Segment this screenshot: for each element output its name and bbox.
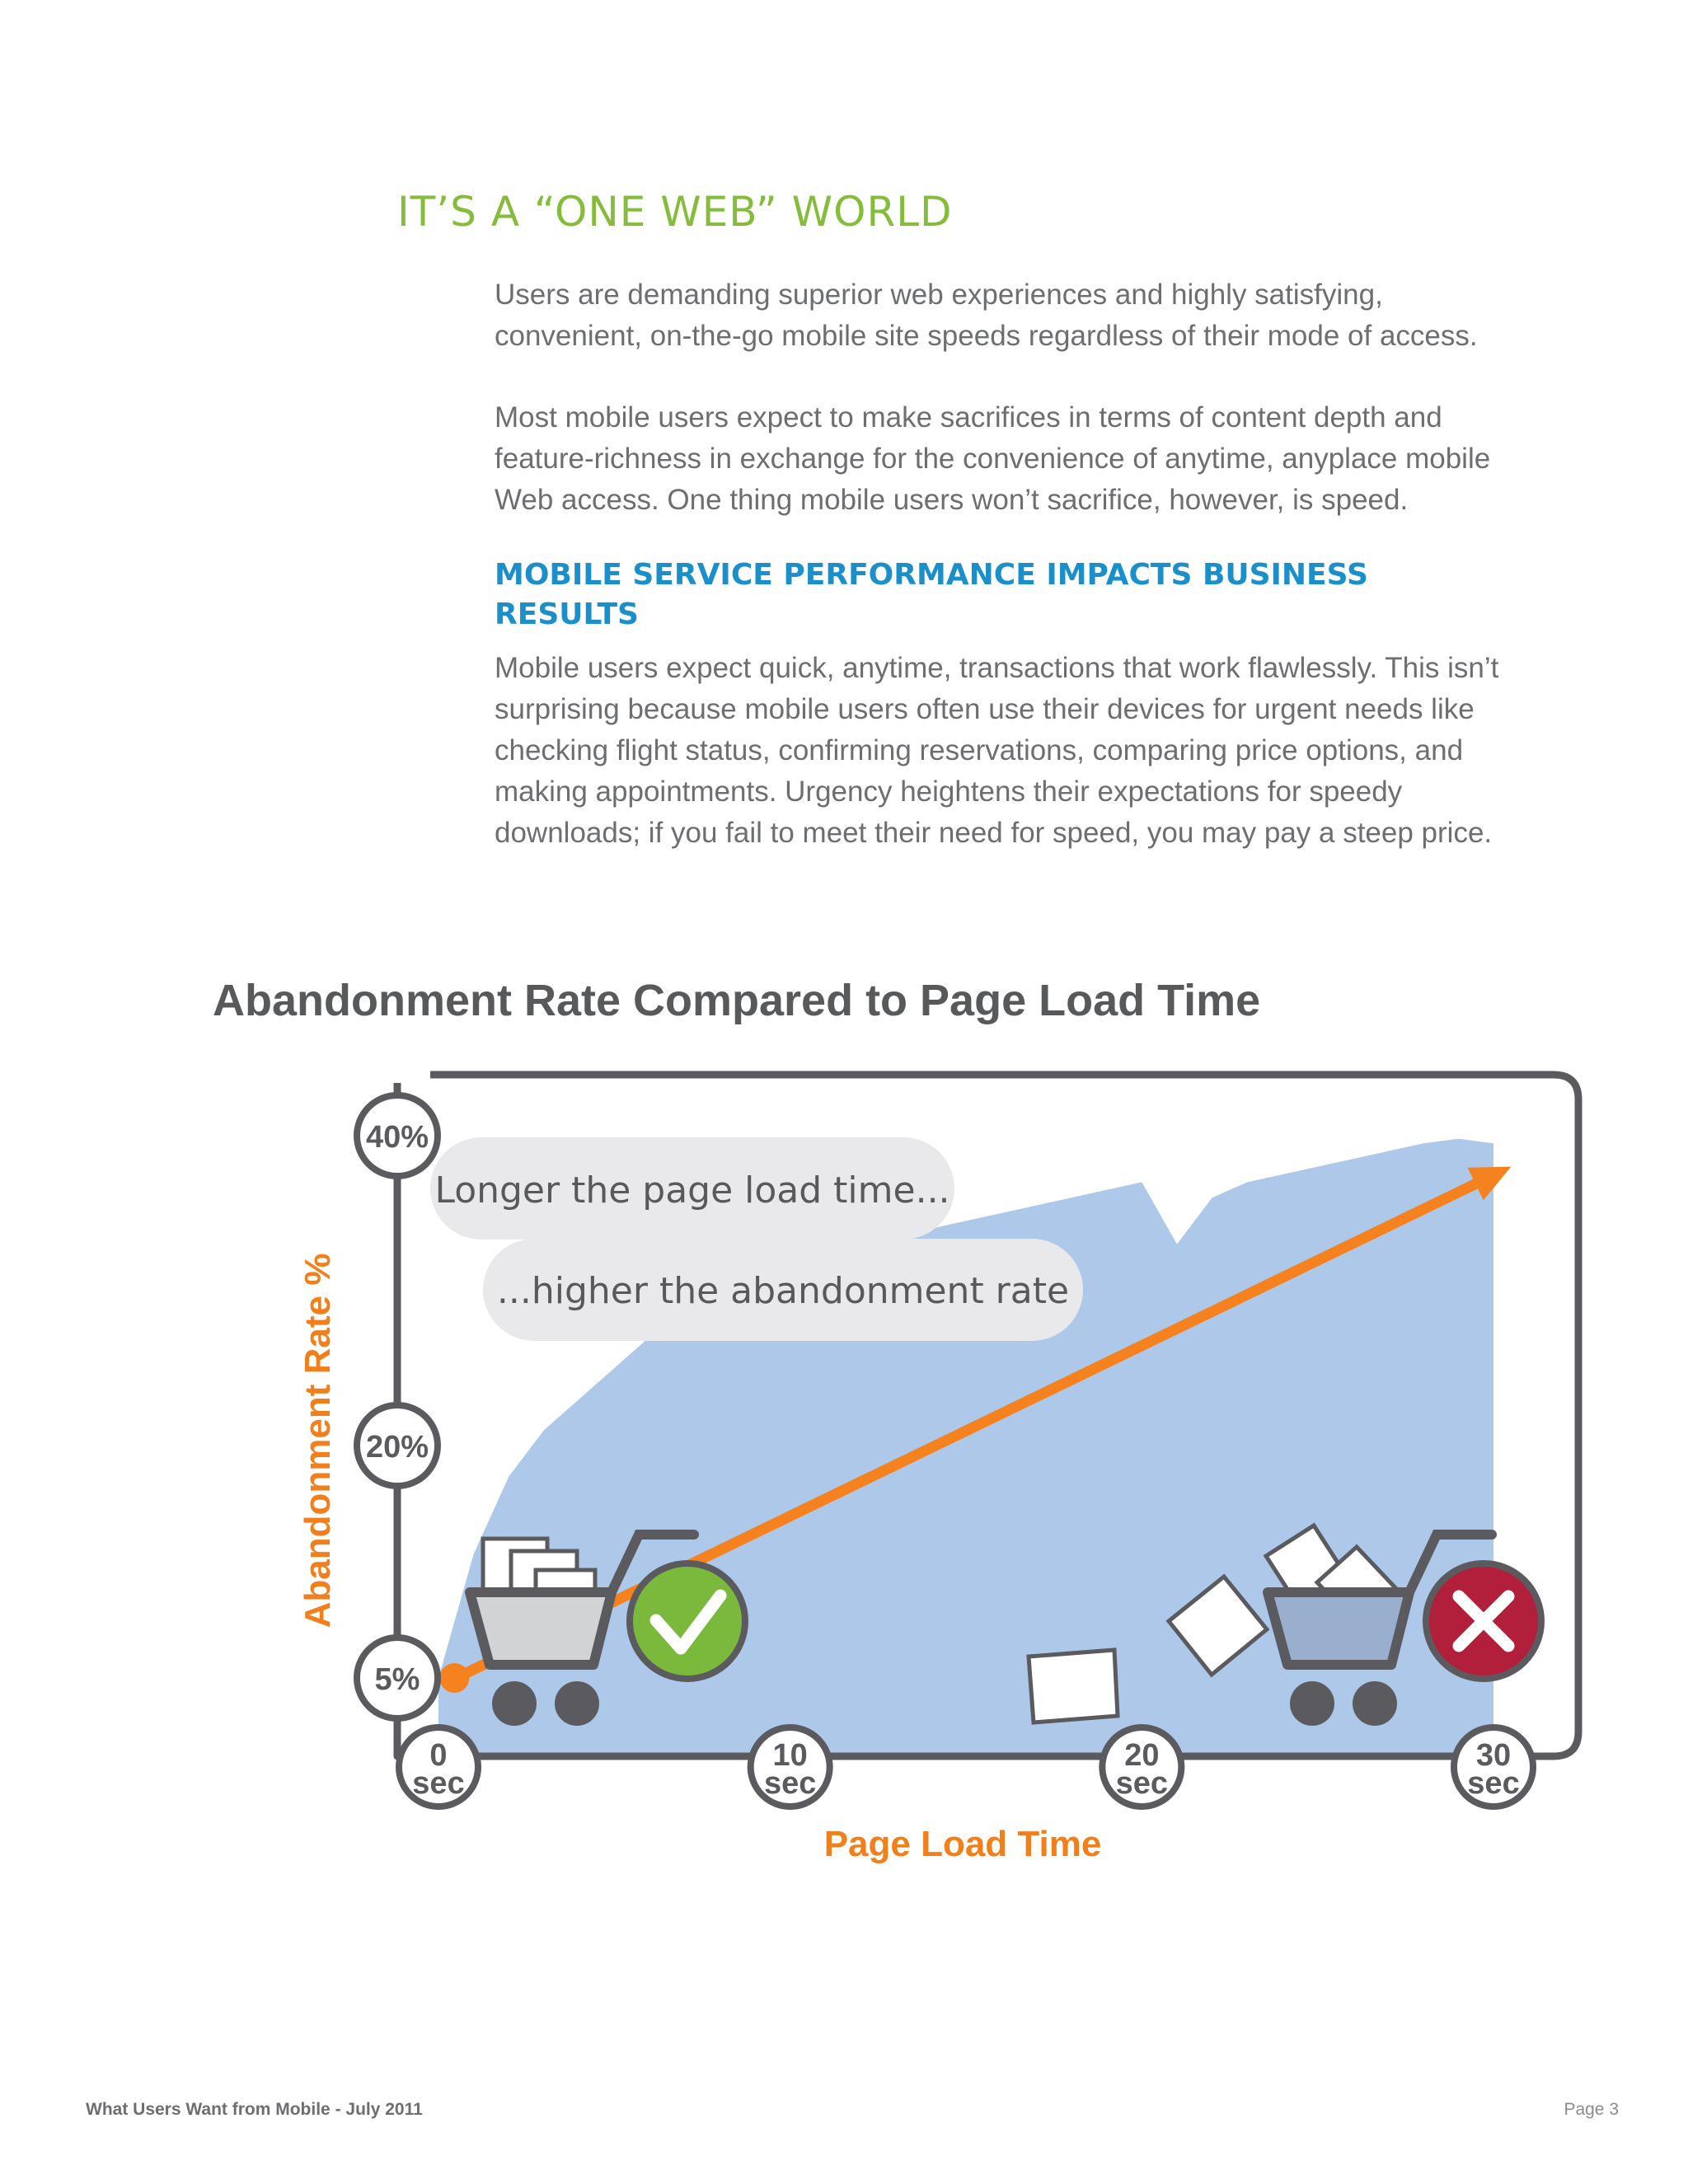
- x-tick-number: 10: [773, 1738, 808, 1773]
- y-tick-5: 5%: [354, 1634, 441, 1722]
- x-tick-number: 30: [1476, 1738, 1511, 1773]
- y-tick-label: 5%: [375, 1662, 420, 1697]
- callout-2-text: ...higher the abandonment rate: [497, 1270, 1069, 1312]
- y-tick-20: 20%: [354, 1402, 441, 1489]
- y-tick-40: 40%: [354, 1092, 441, 1179]
- check-icon: [626, 1560, 748, 1682]
- callout-2: ...higher the abandonment rate: [483, 1239, 1083, 1341]
- y-tick-label: 40%: [366, 1120, 429, 1155]
- x-tick-number: 20: [1124, 1738, 1159, 1773]
- trend-line: [453, 1179, 1478, 1683]
- x-tick-unit: sec: [412, 1766, 464, 1801]
- full-cart-icon: [465, 1530, 699, 1726]
- footer-title: What Users Want from Mobile - July 2011: [86, 2100, 423, 2119]
- chart-title: Abandonment Rate Compared to Page Load T…: [213, 976, 1261, 1025]
- x-axis-label: Page Load Time: [824, 1824, 1102, 1864]
- speed-paragraph: Most mobile users expect to make sacrifi…: [495, 401, 1491, 516]
- x-tick-number: 0: [429, 1738, 447, 1773]
- trend-arrowhead: [1467, 1166, 1512, 1201]
- section-title: IT’S A “ONE WEB” WORLD: [397, 188, 953, 236]
- y-tick-label: 20%: [366, 1430, 429, 1465]
- x-tick-unit: sec: [764, 1766, 816, 1801]
- cross-icon: [1423, 1560, 1545, 1682]
- x-tick-unit: sec: [1467, 1766, 1519, 1801]
- y-axis-label: Abandonment Rate %: [298, 1254, 338, 1629]
- page-number: Page 3: [1564, 2100, 1619, 2119]
- abandoned-cart-icon: [1263, 1530, 1497, 1726]
- subheading: MOBILE SERVICE PERFORMANCE IMPACTS BUSIN…: [495, 558, 1368, 631]
- intro-paragraph: Users are demanding superior web experie…: [495, 279, 1478, 352]
- x-tick-unit: sec: [1116, 1766, 1168, 1801]
- callout-1: Longer the page load time...: [430, 1137, 954, 1240]
- callout-1-text: Longer the page load time...: [434, 1169, 950, 1212]
- urgency-paragraph: Mobile users expect quick, anytime, tran…: [495, 652, 1499, 849]
- chart-frame: [393, 1071, 1582, 1760]
- trend-start-dot: [439, 1663, 470, 1693]
